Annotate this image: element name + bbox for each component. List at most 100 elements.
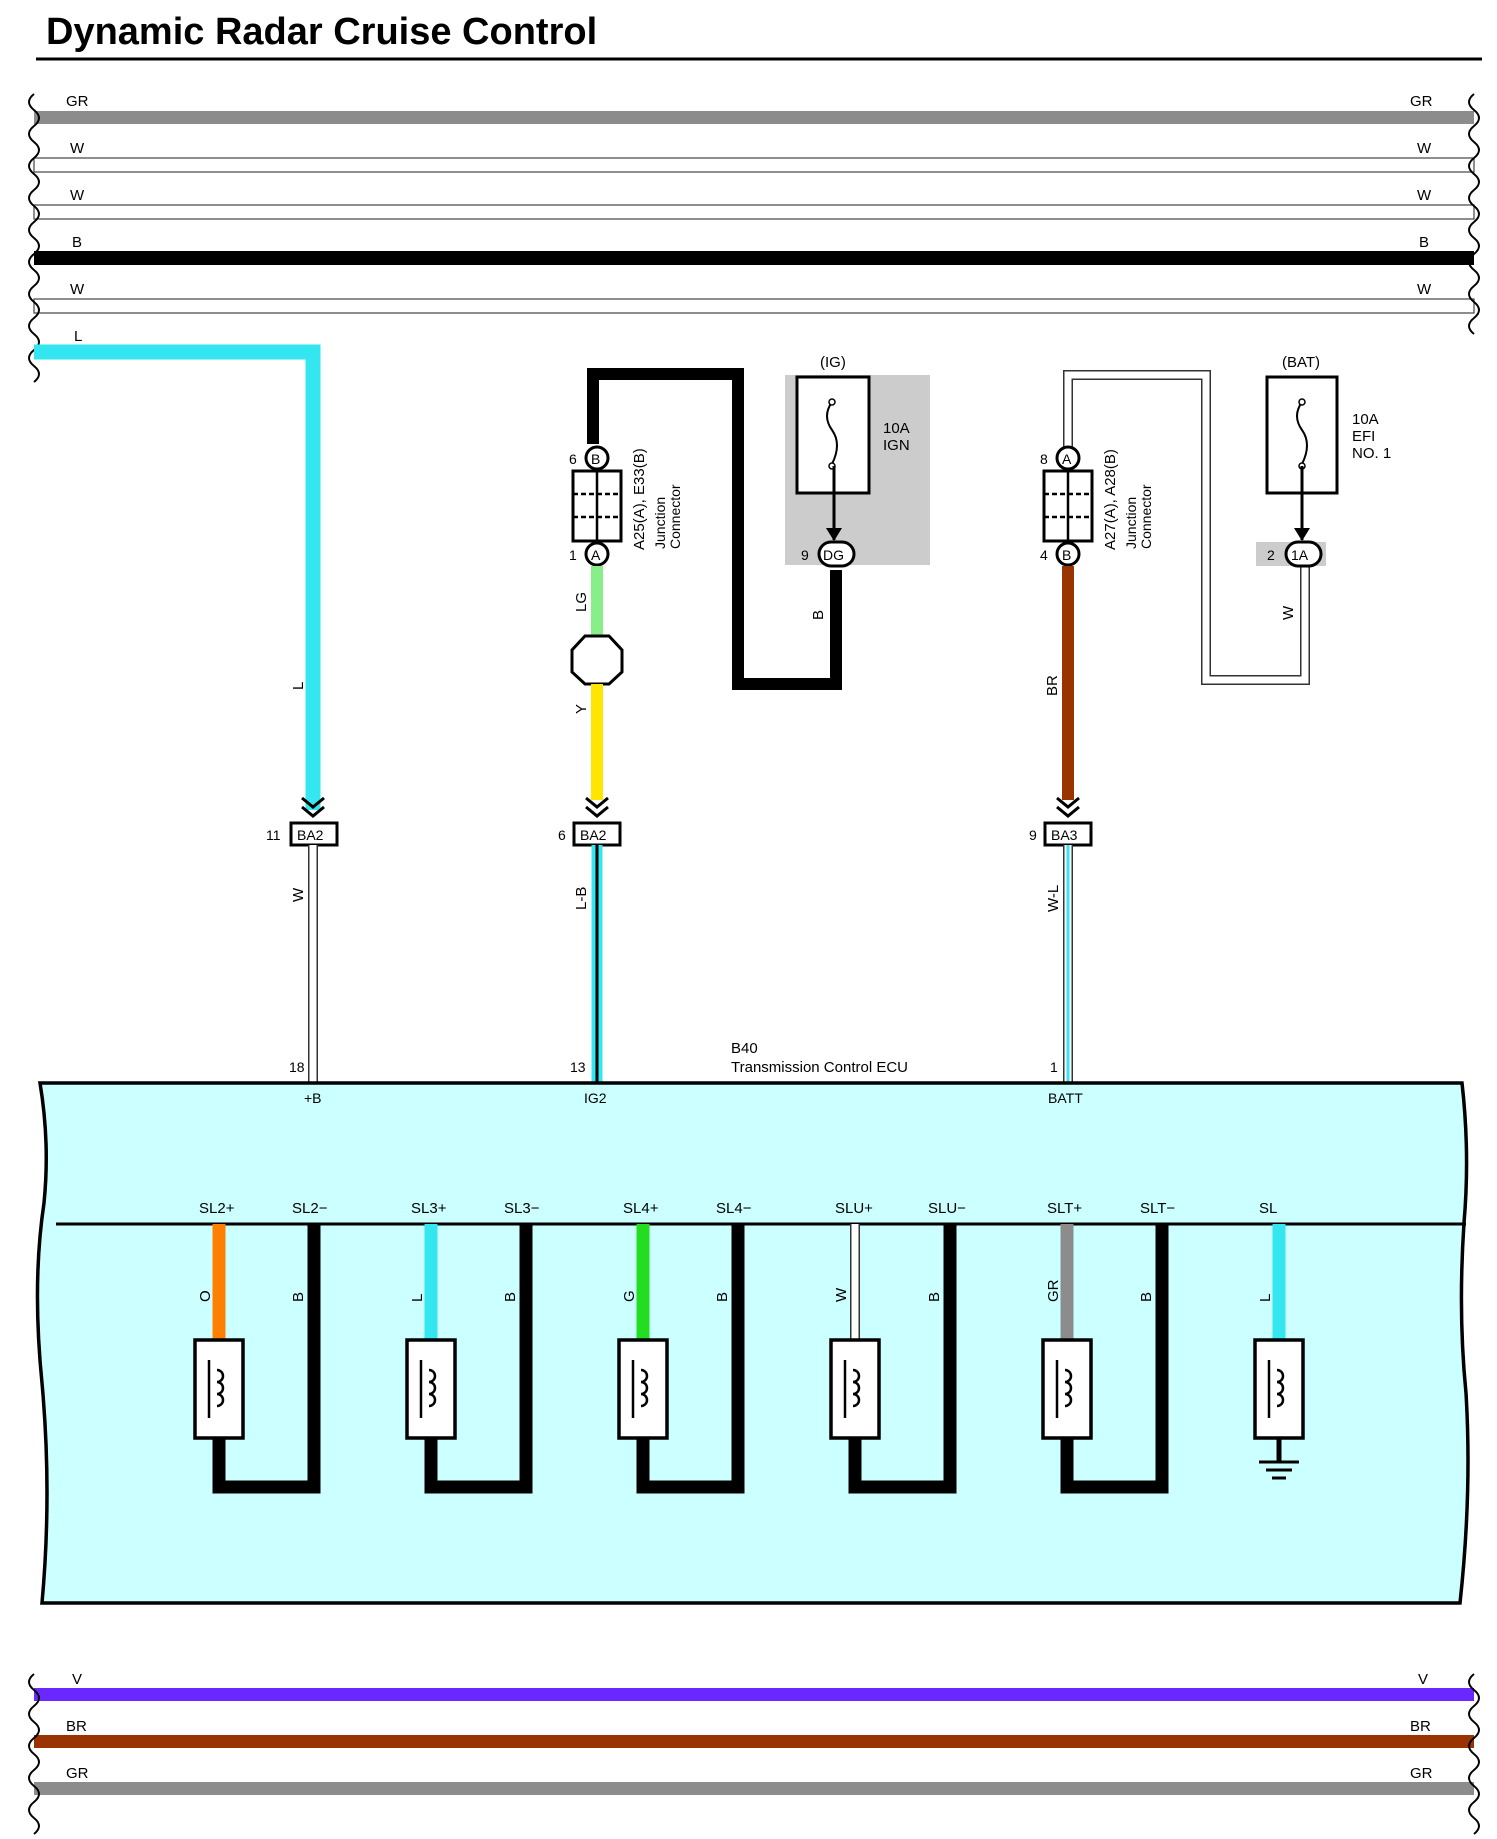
solenoid-pin-label: SL3− <box>504 1200 540 1217</box>
bus-code: GR <box>66 1765 89 1782</box>
fuse-group-bat: (BAT) <box>1282 354 1320 371</box>
connector-label: BA2 <box>580 827 607 843</box>
junction-desc: Connector <box>667 484 683 549</box>
solenoid-box <box>1253 1338 1305 1440</box>
connector-label: 1A <box>1291 547 1309 563</box>
bus-code: V <box>1418 1671 1428 1688</box>
pin-number: 2 <box>1267 547 1275 563</box>
bus-wire-w2 <box>33 204 1475 220</box>
arrow-icon <box>1294 528 1310 541</box>
chevron-down-icon <box>301 796 325 818</box>
bus-code: W <box>1417 187 1432 204</box>
bus-code: GR <box>1410 93 1433 110</box>
solenoid-pin-label: SL4+ <box>623 1200 659 1217</box>
solenoid-pin-label: SLU− <box>928 1200 966 1217</box>
bus-wire-br <box>34 1735 1474 1748</box>
fuse-rating: 10A <box>883 420 910 437</box>
wire-code: GR <box>1045 1279 1062 1302</box>
fuse-icon <box>1296 401 1308 465</box>
break-mark-right <box>1468 1673 1480 1835</box>
wire-code: B <box>810 610 827 620</box>
solenoid-pin-label: SL2+ <box>199 1200 235 1217</box>
wire-code: L <box>290 682 307 690</box>
wire-code: L-B <box>573 887 590 910</box>
coil-icon <box>852 1368 861 1408</box>
bus-code: W <box>1417 140 1432 157</box>
bus-wire-v <box>34 1688 1474 1701</box>
coil-icon <box>428 1368 437 1408</box>
pin-number: 6 <box>558 827 566 843</box>
coil-icon <box>1276 1368 1285 1408</box>
solenoid-neg-wire <box>636 1224 745 1494</box>
bus-code: GR <box>1410 1765 1433 1782</box>
fuse-terminal <box>1298 398 1306 406</box>
bus-code: L <box>74 328 82 345</box>
wire-code: L <box>1257 1294 1274 1302</box>
junction-pin <box>584 541 610 567</box>
pin-number: 8 <box>1040 451 1048 467</box>
wire-code: W <box>833 1287 850 1302</box>
junction-conn: B <box>591 451 600 467</box>
junction-conn: A <box>591 547 601 563</box>
pin-number: 11 <box>266 827 281 843</box>
pin-number: 6 <box>569 451 577 467</box>
coil-icon <box>640 1368 649 1408</box>
ecu-pin-label: BATT <box>1048 1090 1083 1106</box>
pin-number: 13 <box>570 1059 586 1075</box>
junction-pin <box>1055 541 1081 567</box>
fuse-group-ig: (IG) <box>820 354 846 371</box>
solenoid-box <box>617 1338 669 1440</box>
chevron-down-icon <box>585 796 609 818</box>
connector-label: BA2 <box>297 827 324 843</box>
wire-w-bat <box>1064 371 1309 684</box>
pin-number: 4 <box>1040 547 1048 563</box>
wire-code: O <box>197 1290 214 1302</box>
solenoid-pin-label: SLT+ <box>1047 1200 1082 1217</box>
junction-conn: B <box>1062 547 1071 563</box>
wire-code: LG <box>573 592 590 612</box>
fuse-terminal <box>828 398 836 406</box>
bus-wire-w3 <box>33 298 1475 314</box>
coil-icon <box>1064 1368 1073 1408</box>
wire-b-ig <box>587 368 842 690</box>
wire-code: W <box>1280 605 1297 620</box>
solenoid-neg-wire <box>1060 1224 1169 1494</box>
solenoid-box <box>1041 1338 1093 1440</box>
diagram-title: Dynamic Radar Cruise Control <box>46 11 597 53</box>
solenoid-pin-label: SLU+ <box>835 1200 873 1217</box>
fuse-name: NO. 1 <box>1352 445 1391 462</box>
solenoid-pin-label: SL <box>1259 1200 1277 1217</box>
solenoid-pin-label: SL3+ <box>411 1200 447 1217</box>
solenoid-box <box>829 1338 881 1440</box>
wire-l <box>34 344 321 810</box>
solenoid-neg-wire <box>424 1224 533 1494</box>
junction-conn: A <box>1062 451 1072 467</box>
wire-code: Y <box>573 704 590 714</box>
bus-code: B <box>72 234 82 251</box>
bus-code: W <box>70 281 85 298</box>
bus-wire-gr <box>34 1782 1474 1795</box>
connector-1a <box>1284 540 1323 568</box>
break-mark-right <box>1468 93 1480 335</box>
junction-pin <box>1055 445 1081 471</box>
solenoid-neg-wire <box>848 1224 957 1494</box>
bus-code: W <box>1417 281 1432 298</box>
pin-number: 9 <box>1029 827 1037 843</box>
junction-name: A25(A), E33(B) <box>631 448 648 550</box>
bus-code: V <box>72 1671 82 1688</box>
wire-code: B <box>1138 1292 1155 1302</box>
fuse-name: EFI <box>1352 428 1375 445</box>
fuse-name: IGN <box>883 437 910 454</box>
bus-code: W <box>70 187 85 204</box>
solenoid-neg-wire <box>212 1224 321 1494</box>
junction-desc: Connector <box>1138 484 1154 549</box>
bus-wire-gr <box>34 111 1474 124</box>
solenoid-pin-label: SL4− <box>716 1200 752 1217</box>
solenoid-box <box>405 1338 457 1440</box>
connector-label: BA3 <box>1051 827 1078 843</box>
ecu-pin-label: IG2 <box>584 1090 607 1106</box>
bus-code: BR <box>66 1718 87 1735</box>
junction-desc: Junction <box>1123 497 1139 549</box>
chevron-down-icon <box>1056 796 1080 818</box>
wire-code: L <box>409 1294 426 1302</box>
